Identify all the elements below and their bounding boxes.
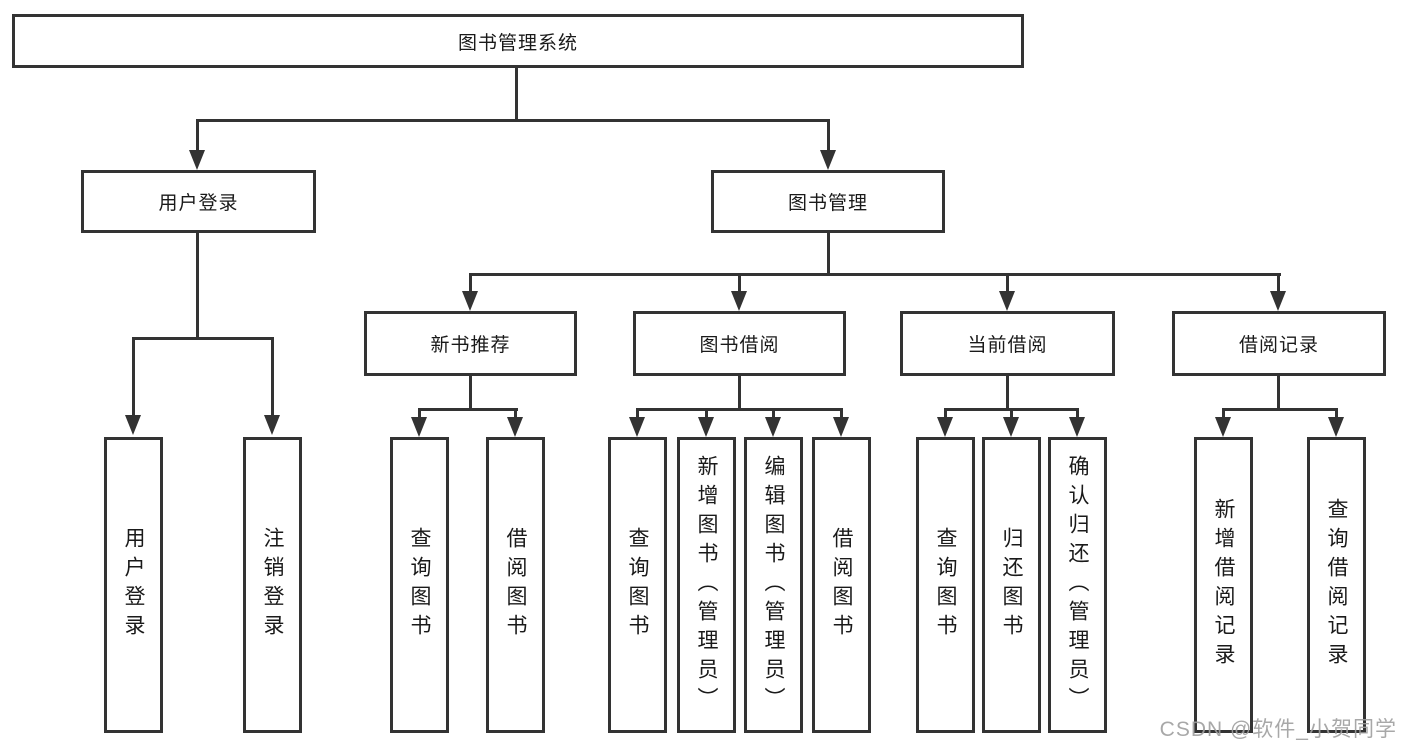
leaf-query-books-a-label: 查询图书 [408,527,431,643]
arrowhead-secB-leaf2 [698,417,714,437]
leaf-confirm-return-admin-label: 确认归还（管理员） [1066,454,1089,716]
leaf-query-borrow-record: 查询借阅记录 [1307,437,1366,733]
leaf-edit-books-admin-label: 编辑图书（管理员） [762,454,785,716]
arrowhead-user-login [189,150,205,170]
node-current-borrow: 当前借阅 [900,311,1115,376]
arrowhead-login-leaf1 [125,415,141,435]
leaf-edit-books-admin: 编辑图书（管理员） [744,437,803,733]
arrowhead-secC-leaf1 [937,417,953,437]
leaf-logout-label: 注销登录 [261,527,284,643]
connector-secB-leaf1-stub [636,408,639,419]
leaf-query-books-a: 查询图书 [390,437,449,733]
arrowhead-secB-leaf3 [765,417,781,437]
leaf-borrow-books-a-label: 借阅图书 [504,527,527,643]
leaf-return-books: 归还图书 [982,437,1041,733]
connector-user-login-stem [196,233,199,337]
connector-secA-leaf2-stub [514,408,517,419]
arrowhead-secA-leaf2 [507,417,523,437]
node-book-mgmt-label: 图书管理 [787,193,868,214]
leaf-query-books-b-label: 查询图书 [626,527,649,643]
connector-user-login-stub [196,119,199,152]
leaf-logout: 注销登录 [243,437,302,733]
arrowhead-secC-leaf3 [1069,417,1085,437]
connector-login-leaf1-stub [132,337,135,417]
leaf-query-books-b: 查询图书 [608,437,667,733]
connector-secD-stem [1277,376,1280,408]
arrowhead-current-borrow [999,291,1015,311]
arrowhead-borrow-record [1270,291,1286,311]
csdn-watermark: CSDN @软件_小贺同学 [1159,718,1397,741]
connector-secC-leaf1-stub [944,408,947,419]
leaf-add-borrow-record: 新增借阅记录 [1194,437,1253,733]
node-user-login-label: 用户登录 [158,193,239,214]
connector-book-mgmt-stem [827,233,830,273]
arrowhead-secD-leaf1 [1215,417,1231,437]
connector-book-mgmt-stub [827,119,830,152]
node-borrow-record: 借阅记录 [1172,311,1386,376]
leaf-borrow-books-b: 借阅图书 [812,437,871,733]
connector-secD-rail [1222,408,1338,411]
leaf-query-books-c-label: 查询图书 [934,527,957,643]
connector-secB-stem [738,376,741,408]
connector-secC-stem [1006,376,1009,408]
node-new-book-rec: 新书推荐 [364,311,577,376]
connector-book-mgmt-rail [469,273,1281,276]
connector-borrow-record-stub [1277,273,1280,293]
connector-secD-leaf2-stub [1335,408,1338,419]
leaf-user-login: 用户登录 [104,437,163,733]
connector-secA-rail [418,408,518,411]
arrowhead-secB-leaf4 [833,417,849,437]
node-root: 图书管理系统 [12,14,1024,68]
leaf-add-borrow-record-label: 新增借阅记录 [1212,498,1235,672]
connector-secC-leaf2-stub [1010,408,1013,419]
connector-secA-leaf1-stub [418,408,421,419]
connector-login-leaf2-stub [271,337,274,417]
connector-root-stem [515,68,518,119]
leaf-borrow-books-a: 借阅图书 [486,437,545,733]
arrowhead-book-borrow [731,291,747,311]
arrowhead-new-book [462,291,478,311]
leaf-return-books-label: 归还图书 [1000,527,1023,643]
node-book-mgmt: 图书管理 [711,170,945,233]
arrowhead-secD-leaf2 [1328,417,1344,437]
connector-user-login-rail [132,337,274,340]
connector-secB-leaf4-stub [840,408,843,419]
node-book-borrow: 图书借阅 [633,311,846,376]
node-current-borrow-label: 当前借阅 [967,335,1048,356]
connector-secD-leaf1-stub [1222,408,1225,419]
leaf-confirm-return-admin: 确认归还（管理员） [1048,437,1107,733]
node-borrow-record-label: 借阅记录 [1238,335,1319,356]
connector-secB-leaf3-stub [772,408,775,419]
connector-secB-rail [636,408,842,411]
connector-book-borrow-stub [738,273,741,293]
arrowhead-login-leaf2 [264,415,280,435]
leaf-borrow-books-b-label: 借阅图书 [830,527,853,643]
node-new-book-rec-label: 新书推荐 [430,335,511,356]
arrowhead-secB-leaf1 [629,417,645,437]
arrowhead-secA-leaf1 [411,417,427,437]
leaf-user-login-label: 用户登录 [122,527,145,643]
leaf-add-books-admin-label: 新增图书（管理员） [695,454,718,716]
connector-current-borrow-stub [1006,273,1009,293]
connector-root-rail [196,119,830,122]
leaf-add-books-admin: 新增图书（管理员） [677,437,736,733]
node-book-borrow-label: 图书借阅 [699,335,780,356]
connector-secC-leaf3-stub [1076,408,1079,419]
arrowhead-book-mgmt [820,150,836,170]
node-user-login: 用户登录 [81,170,316,233]
node-root-label: 图书管理系统 [457,32,578,54]
arrowhead-secC-leaf2 [1003,417,1019,437]
connector-new-book-stub [469,273,472,293]
leaf-query-borrow-record-label: 查询借阅记录 [1325,498,1348,672]
connector-secB-leaf2-stub [705,408,708,419]
connector-secA-stem [469,376,472,408]
leaf-query-books-c: 查询图书 [916,437,975,733]
